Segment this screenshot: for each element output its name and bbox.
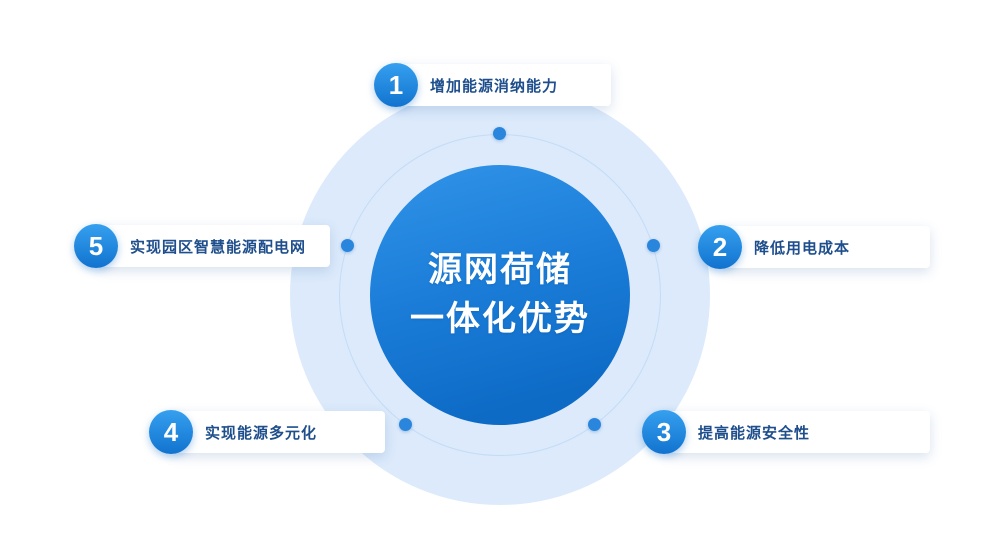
item-label-card: 降低用电成本 [722,226,930,268]
center-title-line2: 一体化优势 [410,300,590,338]
ring-dot-upper-right [647,239,660,252]
item-number-badge: 4 [149,410,193,454]
advantage-item-1: 1 增加能源消纳能力 [374,63,611,107]
ring-dot-upper-left [341,239,354,252]
ring-dot-lower-left [399,418,412,431]
ring-dot-lower-right [588,418,601,431]
advantage-item-5: 5 实现园区智慧能源配电网 [74,224,330,268]
item-label-card: 提高能源安全性 [666,411,930,453]
advantage-item-2: 2 降低用电成本 [698,225,930,269]
item-number-badge: 1 [374,63,418,107]
ring-dot-top [493,127,506,140]
item-number-badge: 5 [74,224,118,268]
advantage-item-4: 4 实现能源多元化 [149,410,385,454]
item-number-badge: 2 [698,225,742,269]
item-label-card: 增加能源消纳能力 [398,64,611,106]
center-circle: 源网荷储 一体化优势 [370,165,630,425]
advantage-item-3: 3 提高能源安全性 [642,410,930,454]
item-label-card: 实现园区智慧能源配电网 [98,225,330,267]
center-title-line1: 源网荷储 [428,250,572,289]
item-label-card: 实现能源多元化 [173,411,385,453]
item-number-badge: 3 [642,410,686,454]
